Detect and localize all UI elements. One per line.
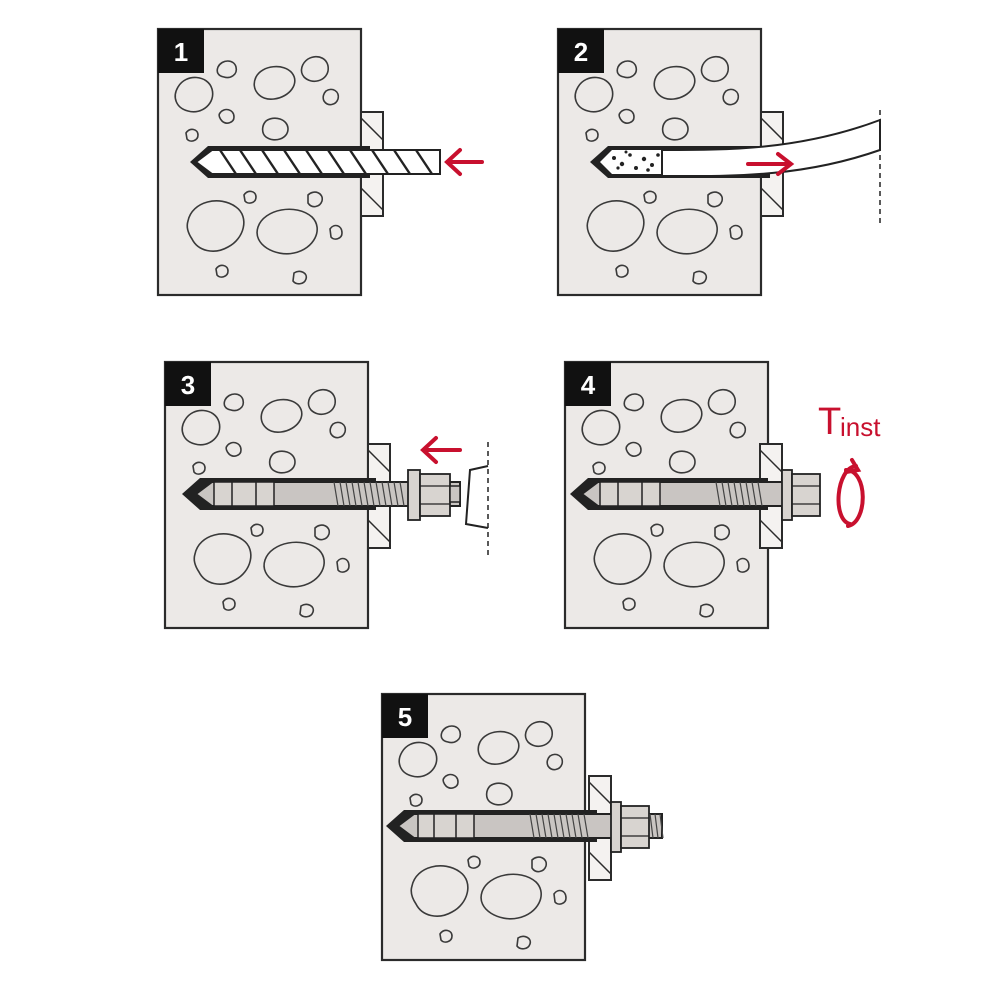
- arrow-icon: [420, 436, 462, 464]
- arrow-icon: [444, 148, 484, 176]
- blower-tube: [661, 110, 881, 225]
- torque-symbol: T: [818, 401, 841, 443]
- step-number: 4: [581, 370, 596, 400]
- step-1-panel: 1: [156, 27, 484, 297]
- step-number: 5: [398, 702, 412, 732]
- anchor-bolt: [396, 801, 664, 853]
- step-badge: [165, 362, 211, 406]
- anchor-bolt: [194, 469, 461, 521]
- dust-particles: [600, 150, 665, 174]
- step-4-panel: T inst 4: [563, 360, 881, 630]
- torque-subscript: inst: [840, 412, 881, 442]
- step-number: 3: [181, 370, 195, 400]
- step-number: 2: [574, 37, 588, 67]
- step-badge: [158, 29, 204, 73]
- step-number: 1: [174, 37, 188, 67]
- torque-label: T inst: [818, 401, 881, 443]
- step-3-panel: 3: [163, 360, 489, 630]
- arrow-icon: [746, 152, 795, 176]
- step-badge: [558, 29, 604, 73]
- step-5-panel: 5: [380, 692, 664, 962]
- step-badge: [565, 362, 611, 406]
- drill-bit: [194, 149, 441, 175]
- anchor-bolt: [580, 469, 821, 521]
- hammer-tool: [464, 442, 489, 556]
- step-badge: [382, 694, 428, 738]
- rotation-arrow-icon: [836, 458, 865, 528]
- step-2-panel: 2: [556, 27, 881, 297]
